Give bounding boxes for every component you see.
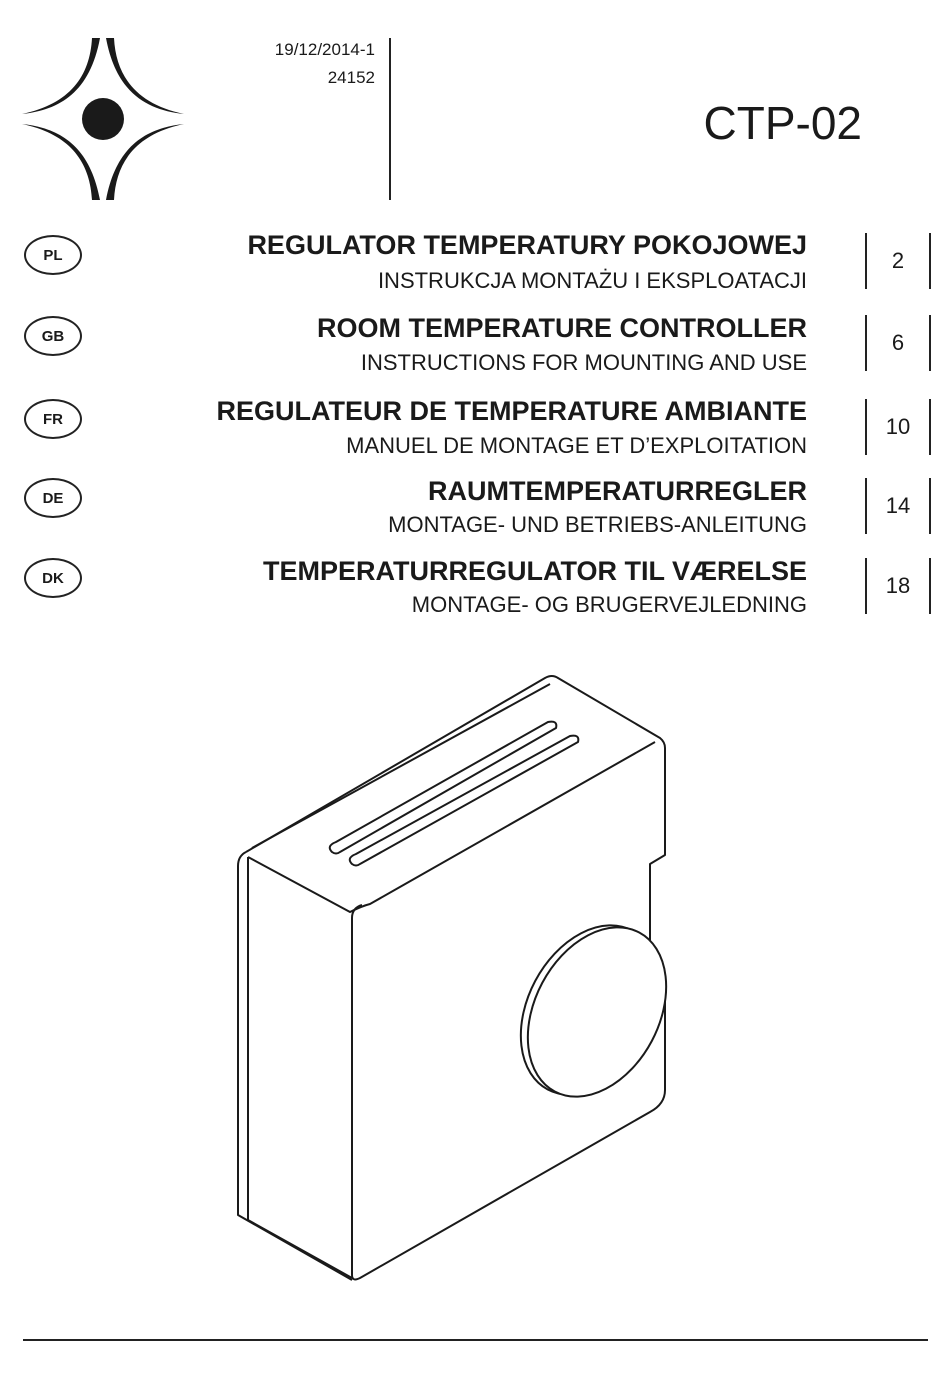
section-subtitle-pl: INSTRUKCJA MONTAŻU I EKSPLOATACJI <box>377 268 807 293</box>
lang-badge-gb: GB <box>24 316 82 356</box>
divider <box>389 38 391 200</box>
section-subtitle-fr: MANUEL DE MONTAGE ET D’EXPLOITATION <box>346 433 807 458</box>
lang-badge-pl: PL <box>24 235 82 275</box>
page-ref-fr: 10 <box>865 399 931 455</box>
section-title-fr: REGULATEUR DE TEMPERATURE AMBIANTE <box>216 396 808 426</box>
date-code: 19/12/2014-1 <box>274 40 375 59</box>
page-ref-gb: 6 <box>865 315 931 371</box>
brand-logo <box>22 38 184 200</box>
footer-rule <box>23 1339 928 1341</box>
page-ref-de: 14 <box>865 478 931 534</box>
lang-badge-fr: FR <box>24 399 82 439</box>
section-subtitle-gb: INSTRUCTIONS FOR MOUNTING AND USE <box>360 350 807 375</box>
section-title-dk: TEMPERATURREGULATOR TIL VÆRELSE <box>262 556 807 586</box>
lang-badge-de: DE <box>24 478 82 518</box>
model-name: CTP-02 <box>703 97 862 149</box>
section-title-de: RAUMTEMPERATURREGLER <box>428 476 807 506</box>
section-subtitle-dk: MONTAGE- OG BRUGERVEJLEDNING <box>411 592 807 617</box>
document-meta: 19/12/2014-1 24152 <box>275 36 375 92</box>
section-title-pl: REGULATOR TEMPERATURY POKOJOWEJ <box>247 230 807 260</box>
section-subtitle-de: MONTAGE- UND BETRIEBS-ANLEITUNG <box>388 512 807 537</box>
lang-badge-dk: DK <box>24 558 82 598</box>
page-ref-pl: 2 <box>865 233 931 289</box>
page-ref-dk: 18 <box>865 558 931 614</box>
document-number: 24152 <box>327 68 375 87</box>
section-title-gb: ROOM TEMPERATURE CONTROLLER <box>317 313 807 343</box>
